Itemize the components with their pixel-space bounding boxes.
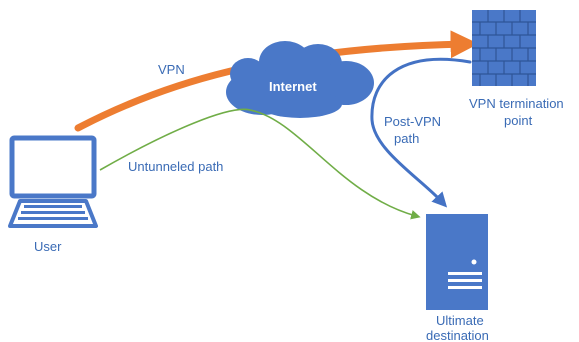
internet-label: Internet	[269, 79, 317, 94]
post-vpn-label-line2: path	[394, 131, 419, 146]
cloud-icon	[226, 41, 374, 118]
destination-label-line1: Ultimate	[436, 313, 484, 328]
post-vpn-label-line1: Post-VPN	[384, 114, 441, 129]
destination-label-line2: destination	[426, 328, 489, 342]
user-label: User	[34, 239, 62, 254]
firewall-brick-wall-icon	[472, 10, 536, 86]
laptop-icon	[8, 135, 98, 228]
untunneled-path-label: Untunneled path	[128, 159, 223, 174]
post-vpn-path-arrow	[370, 57, 472, 208]
vpn-termination-label-line2: point	[504, 113, 533, 128]
server-icon	[426, 214, 488, 310]
vpn-label: VPN	[158, 62, 185, 77]
vpn-termination-label-line1: VPN termination	[469, 96, 564, 111]
untunneled-path-arrow	[99, 108, 421, 220]
vpn-path-arrow	[74, 30, 479, 132]
